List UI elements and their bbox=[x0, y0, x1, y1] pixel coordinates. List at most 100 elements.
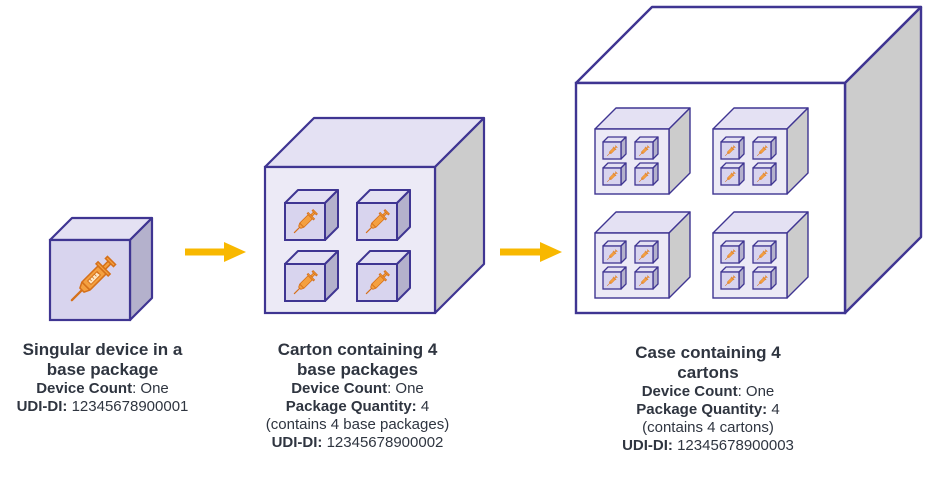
syringe-icon bbox=[757, 171, 768, 182]
syringe-plunger-cap bbox=[646, 171, 650, 175]
syringe-needle bbox=[365, 226, 373, 234]
syringe-needle bbox=[70, 288, 84, 302]
case-cube bbox=[574, 5, 923, 315]
base-package bbox=[752, 162, 777, 186]
base-package bbox=[602, 162, 627, 186]
syringe-icon bbox=[725, 145, 736, 156]
base-package bbox=[752, 240, 777, 264]
syringe-icon bbox=[725, 275, 736, 286]
package-quantity-row: Package Quantity: 4 bbox=[285, 398, 430, 415]
syringe-needle bbox=[639, 152, 643, 156]
syringe-needle bbox=[365, 287, 373, 295]
base-package bbox=[634, 136, 659, 160]
syringe-scale bbox=[86, 270, 102, 286]
carton-cube bbox=[263, 116, 486, 315]
syringe-plunger-cap bbox=[764, 275, 768, 279]
caption-carton: Carton containing 4 base packages Device… bbox=[245, 340, 470, 452]
syringe-needle bbox=[757, 178, 761, 182]
syringe-needle bbox=[639, 178, 643, 182]
caption-title: Case containing 4 cartons bbox=[635, 343, 781, 382]
syringe-plunger-cap bbox=[311, 209, 318, 216]
syringe-icon bbox=[70, 255, 117, 302]
syringe-needle bbox=[757, 282, 761, 286]
syringe-icon bbox=[725, 171, 736, 182]
base-package bbox=[634, 266, 659, 290]
syringe-icon bbox=[607, 275, 618, 286]
syringe-plunger-cap bbox=[614, 249, 618, 253]
base-package bbox=[720, 162, 745, 186]
syringe-plunger-cap bbox=[311, 270, 318, 277]
contains-note: (contains 4 base packages) bbox=[265, 416, 450, 433]
syringe-plunger-cap bbox=[732, 171, 736, 175]
syringe-needle bbox=[725, 282, 729, 286]
syringe-needle bbox=[607, 152, 611, 156]
syringe-plunger-cap bbox=[764, 171, 768, 175]
base-package bbox=[752, 266, 777, 290]
carton bbox=[594, 107, 691, 195]
syringe-plunger-cap bbox=[646, 275, 650, 279]
syringe-needle bbox=[725, 152, 729, 156]
syringe-plunger-cap bbox=[104, 255, 117, 268]
syringe-tick bbox=[89, 278, 92, 282]
syringe-icon bbox=[607, 171, 618, 182]
syringe-icon bbox=[293, 270, 318, 295]
arrow-shaft bbox=[500, 248, 542, 256]
base-package bbox=[356, 189, 411, 241]
syringe-needle bbox=[725, 256, 729, 260]
base-package bbox=[48, 216, 154, 322]
udi-di-row: UDI-DI: 12345678900001 bbox=[16, 398, 189, 415]
syringe-icon bbox=[607, 145, 618, 156]
syringe-needle bbox=[293, 226, 301, 234]
base-package bbox=[720, 136, 745, 160]
syringe-icon bbox=[293, 209, 318, 234]
syringe-plunger-cap bbox=[764, 249, 768, 253]
syringe-icon bbox=[365, 209, 390, 234]
syringe-needle bbox=[607, 178, 611, 182]
syringe-needle bbox=[639, 282, 643, 286]
syringe-tick bbox=[94, 274, 97, 277]
syringe-icon bbox=[639, 171, 650, 182]
syringe-plunger-cap bbox=[614, 171, 618, 175]
syringe-plunger-cap bbox=[646, 145, 650, 149]
syringe-icon bbox=[757, 275, 768, 286]
caption-case: Case containing 4 cartons Device Count: … bbox=[598, 343, 818, 455]
base-package bbox=[720, 266, 745, 290]
syringe-plunger-cap bbox=[383, 270, 390, 277]
syringe-icon bbox=[725, 249, 736, 260]
base-package bbox=[284, 189, 339, 241]
arrow-head bbox=[224, 242, 246, 262]
base-package bbox=[602, 240, 627, 264]
syringe-tick bbox=[96, 271, 99, 275]
syringe-needle bbox=[639, 256, 643, 260]
device-count-row: Device Count: One bbox=[36, 380, 169, 397]
syringe-plunger-cap bbox=[732, 249, 736, 253]
carton bbox=[712, 107, 809, 195]
flow-arrow-1 bbox=[185, 242, 246, 262]
caption-title: Carton containing 4 base packages bbox=[277, 340, 438, 379]
base-package bbox=[634, 162, 659, 186]
base-package bbox=[752, 136, 777, 160]
syringe-needle bbox=[725, 178, 729, 182]
base-package bbox=[720, 240, 745, 264]
syringe-plunger-cap bbox=[732, 145, 736, 149]
syringe-needle bbox=[607, 282, 611, 286]
syringe-plunger-cap bbox=[614, 145, 618, 149]
base-package bbox=[602, 266, 627, 290]
syringe-plunger-cap bbox=[383, 209, 390, 216]
base-package-cube bbox=[48, 216, 154, 322]
arrow-head bbox=[540, 242, 562, 262]
syringe-plunger-cap bbox=[614, 275, 618, 279]
base-package bbox=[634, 240, 659, 264]
device-count-row: Device Count: One bbox=[641, 383, 775, 400]
syringe-needle bbox=[607, 256, 611, 260]
syringe-icon bbox=[757, 249, 768, 260]
syringe-icon bbox=[639, 275, 650, 286]
syringe-icon bbox=[365, 270, 390, 295]
carton bbox=[712, 211, 809, 299]
syringe-needle bbox=[757, 256, 761, 260]
syringe-icon bbox=[757, 145, 768, 156]
syringe-tick bbox=[91, 276, 95, 279]
syringe-plunger-cap bbox=[764, 145, 768, 149]
syringe-needle bbox=[293, 287, 301, 295]
device-count-row: Device Count: One bbox=[291, 380, 424, 397]
